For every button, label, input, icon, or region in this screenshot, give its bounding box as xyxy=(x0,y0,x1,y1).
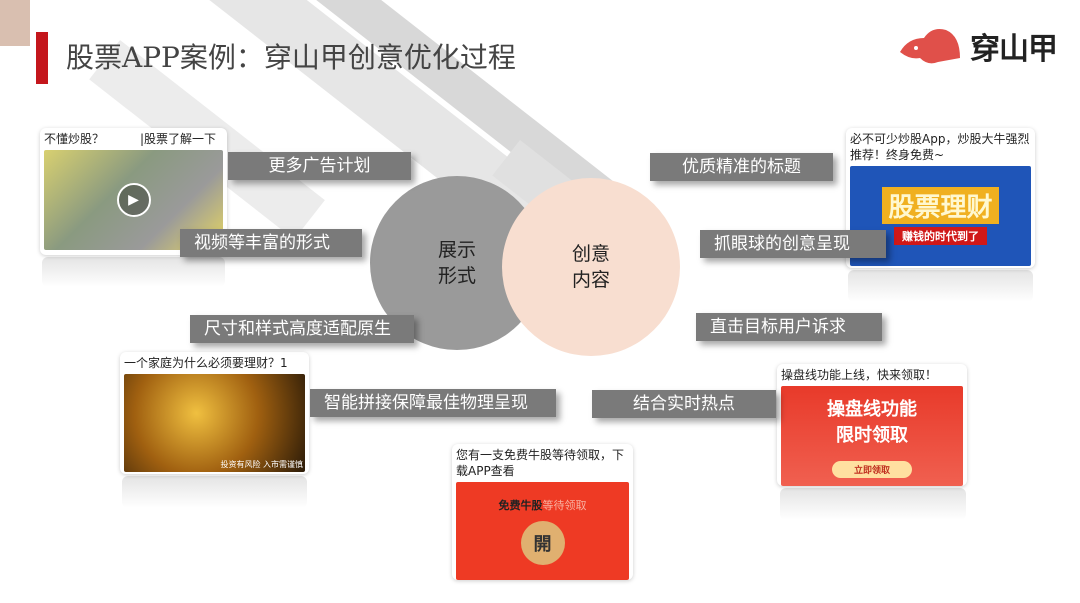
banner-subtext: 等待领取 xyxy=(542,499,587,512)
card-caption: 操盘线功能上线，快来领取！ xyxy=(781,368,938,382)
gold-image: 投资有风险 入市需谨慎 xyxy=(124,374,305,472)
label-video-forms: 视频等丰富的形式 xyxy=(180,229,362,257)
kline-banner: 操盘线功能 限时领取 立即领取 xyxy=(781,386,963,486)
card-reflection xyxy=(42,257,225,287)
card-caption: 您有一支免费牛股等待领取，下载APP查看 xyxy=(456,448,625,478)
finance-banner: 股票理财 赚钱的时代到了 xyxy=(850,166,1031,266)
corner-block xyxy=(0,0,30,46)
open-button[interactable]: 開 xyxy=(520,521,565,565)
label-target-users: 直击目标用户诉求 xyxy=(696,313,882,341)
title-accent-bar xyxy=(36,32,48,84)
logo: 穿山甲 xyxy=(898,24,1058,68)
circle-creative-content: 创意内容 xyxy=(502,178,680,356)
banner-text: 股票理财 xyxy=(882,187,999,224)
label-hot-topics: 结合实时热点 xyxy=(592,390,776,418)
label-quality-title: 优质精准的标题 xyxy=(650,153,833,181)
label-native-fit: 尺寸和样式高度适配原生 xyxy=(190,315,414,343)
card-reflection xyxy=(122,476,307,508)
label-eye-catching: 抓眼球的创意呈现 xyxy=(700,230,886,258)
pangolin-icon xyxy=(900,29,960,64)
claim-button[interactable]: 立即领取 xyxy=(831,460,912,478)
label-more-plans: 更多广告计划 xyxy=(228,152,411,180)
logo-text: 穿山甲 xyxy=(970,32,1058,67)
circle-text: 创意 xyxy=(571,243,610,265)
redpacket-banner: 免费牛股等待领取 開 xyxy=(456,482,629,580)
ad-card-gold[interactable]: 一个家庭为什么必须要理财？1 投资有风险 入市需谨慎 xyxy=(120,352,309,474)
ad-card-kline[interactable]: 操盘线功能上线，快来领取！ 操盘线功能 限时领取 立即领取 xyxy=(777,364,967,486)
card-reflection xyxy=(848,270,1033,302)
banner-text: 操盘线功能 xyxy=(827,398,917,420)
card-caption: 不懂炒股？ |股票了解一下 xyxy=(44,132,217,146)
banner-subtext: 赚钱的时代到了 xyxy=(894,227,987,245)
card-caption: 必不可少炒股App，炒股大牛强烈推荐！终身免费~ xyxy=(850,132,1030,162)
risk-notice: 投资有风险 入市需谨慎 xyxy=(220,460,303,469)
banner-text: 限时领取 xyxy=(836,424,908,446)
ad-card-redpacket[interactable]: 您有一支免费牛股等待领取，下载APP查看 免费牛股等待领取 開 xyxy=(452,444,633,580)
circle-text: 内容 xyxy=(571,269,610,291)
label-smart-stitch: 智能拼接保障最佳物理呈现 xyxy=(310,389,556,417)
page-title: 股票APP案例：穿山甲创意优化过程 xyxy=(66,41,516,74)
card-caption: 一个家庭为什么必须要理财？1 xyxy=(124,356,288,370)
banner-text: 免费牛股 xyxy=(498,499,543,512)
ad-card-finance[interactable]: 必不可少炒股App，炒股大牛强烈推荐！终身免费~ 股票理财 赚钱的时代到了 xyxy=(846,128,1035,268)
circle-text: 形式 xyxy=(437,265,476,287)
card-reflection xyxy=(780,488,966,520)
circle-text: 展示 xyxy=(437,239,476,261)
play-icon[interactable]: ▶ xyxy=(116,183,151,217)
